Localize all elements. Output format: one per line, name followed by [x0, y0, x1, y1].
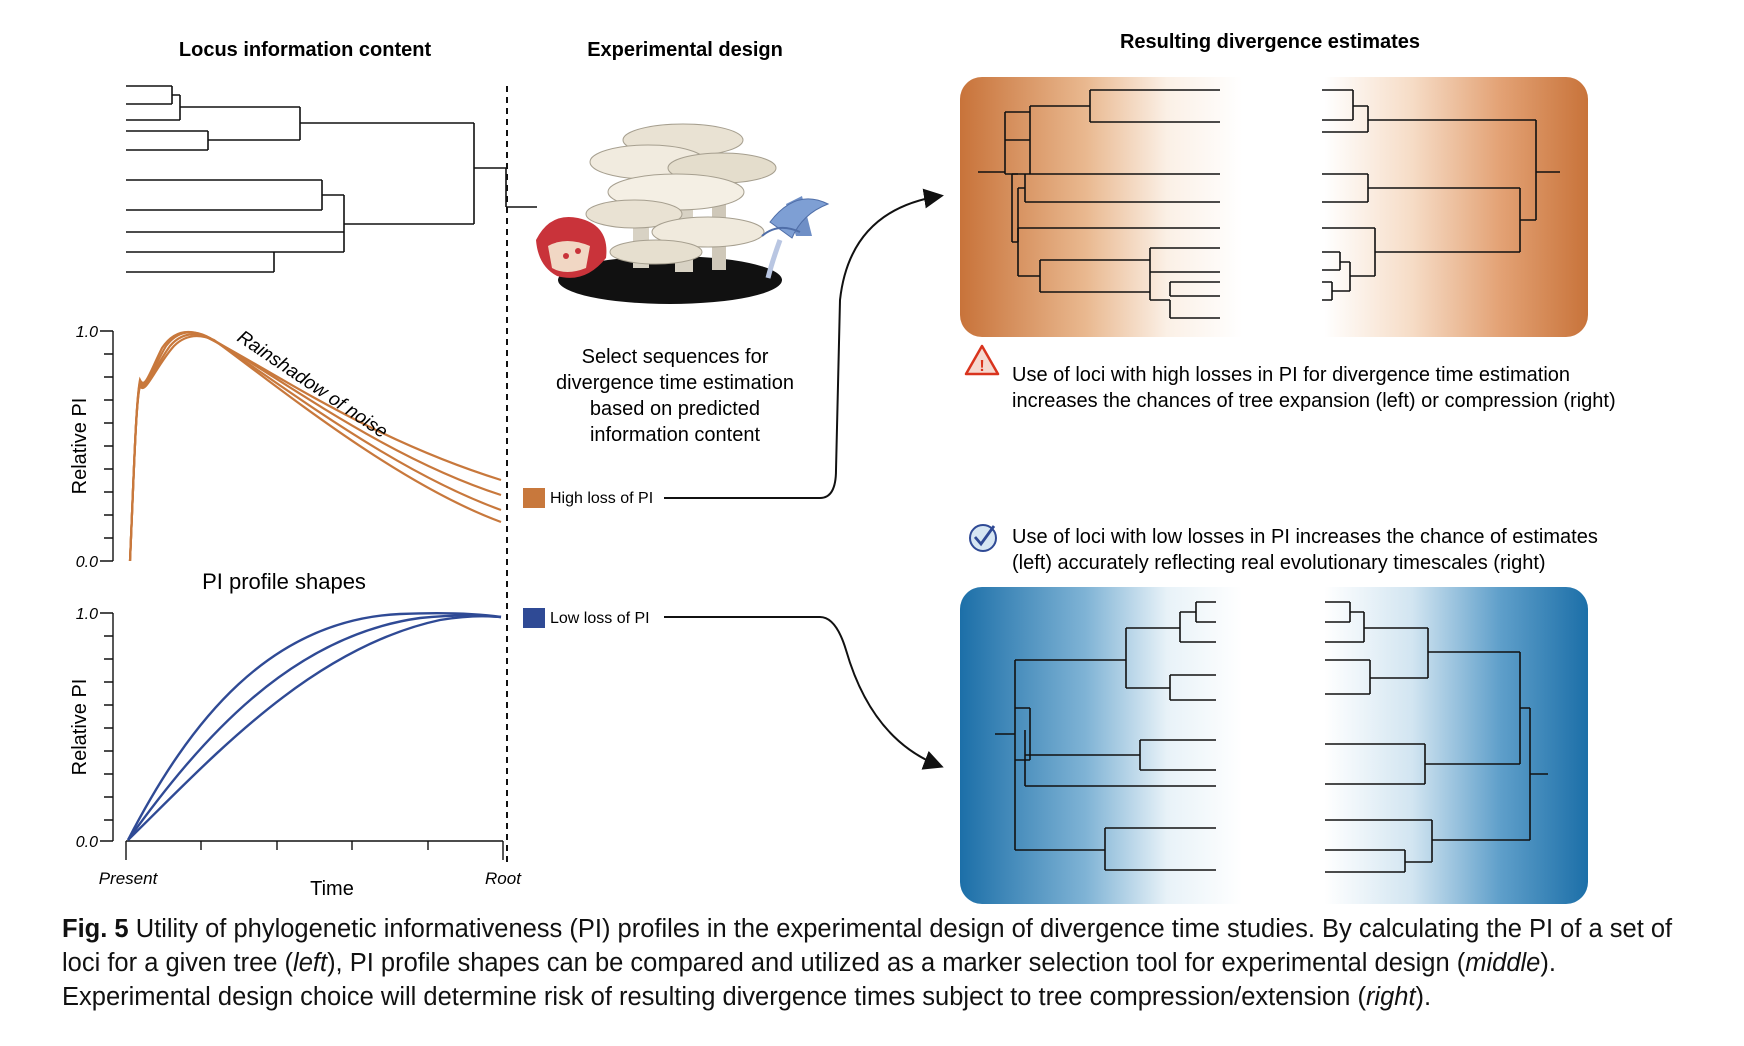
top-plot-axes — [100, 330, 114, 562]
heading-locus-information: Locus information content — [179, 39, 432, 61]
high-loss-curve — [128, 330, 502, 562]
caption-label: Fig. 5 — [62, 915, 129, 943]
orange-estimates-panel — [960, 77, 1588, 337]
high-loss-legend-swatch — [523, 488, 545, 508]
caption-part: ), PI profile shapes can be compared and… — [327, 949, 1466, 977]
high-loss-pi-curves — [128, 330, 502, 562]
caption-part: ). Experimental design choice will deter… — [62, 949, 1556, 1011]
high-loss-legend-label: High loss of PI — [550, 490, 653, 507]
expanded-tree-left — [1005, 89, 1220, 243]
figure-caption: Fig. 5 Utility of phylogenetic informati… — [62, 912, 1682, 1014]
low-loss-legend-label: Low loss of PI — [550, 610, 650, 627]
x-axis-label: Time — [310, 878, 354, 900]
high-loss-curve — [128, 334, 502, 562]
locus-phylogenetic-tree — [126, 85, 537, 273]
warning-text-line: increases the chances of tree expansion … — [1012, 390, 1616, 412]
top-y-min-tick: 0.0 — [76, 554, 98, 571]
pi-profile-shapes-title: PI profile shapes — [202, 569, 366, 594]
low-loss-pi-curves — [126, 611, 502, 841]
selection-instruction: Select sequences for divergence time est… — [556, 346, 794, 446]
mushroom-illustration — [536, 123, 830, 304]
bottom-y-min-tick: 0.0 — [76, 834, 98, 851]
x-axis-present-tick: Present — [99, 869, 159, 888]
high-loss-curve — [128, 333, 502, 562]
caption-part: Utility of phylogenetic informativeness … — [62, 915, 1673, 977]
caption-emphasis: right — [1365, 983, 1416, 1011]
bottom-y-max-tick: 1.0 — [76, 606, 98, 623]
rainshadow-annotation: Rainshadow of noise — [233, 327, 391, 443]
compressed-tree-right — [1322, 89, 1560, 301]
caption-part: ). — [1415, 983, 1432, 1011]
high-loss-arrow — [664, 188, 944, 499]
accurate-tree-left — [995, 601, 1216, 871]
heading-divergence-estimates: Resulting divergence estimates — [1120, 31, 1420, 53]
figure-canvas: Locus information content Experimental d… — [69, 31, 1616, 904]
low-loss-curve — [127, 614, 502, 841]
instruction-line: divergence time estimation — [556, 372, 794, 394]
instruction-line: based on predicted — [590, 398, 760, 420]
checkmark-icon — [969, 524, 997, 552]
instruction-line: information content — [590, 424, 761, 446]
high-loss-curve — [128, 331, 502, 562]
x-axis-root-tick: Root — [485, 869, 522, 888]
warning-icon: ! — [964, 344, 1000, 376]
blue-estimates-panel — [960, 587, 1588, 904]
bottom-y-axis-label: Relative PI — [69, 679, 91, 776]
heading-experimental-design: Experimental design — [587, 39, 783, 61]
expanded-tree-left-detail — [978, 111, 1220, 319]
instruction-line: Select sequences for — [582, 346, 769, 368]
check-text-line: Use of loci with low losses in PI increa… — [1012, 526, 1598, 548]
bottom-plot-axes — [100, 612, 504, 860]
check-text-line: (left) accurately reflecting real evolut… — [1012, 552, 1546, 574]
svg-text:!: ! — [979, 358, 984, 375]
low-loss-arrow — [664, 616, 944, 770]
low-loss-curve — [126, 611, 502, 841]
low-loss-legend-swatch — [523, 608, 545, 628]
caption-emphasis: middle — [1465, 949, 1541, 977]
top-y-max-tick: 1.0 — [76, 324, 98, 341]
accurate-tree-right — [1325, 601, 1548, 873]
caption-emphasis: left — [293, 949, 328, 977]
low-loss-curve — [127, 614, 502, 841]
warning-text-line: Use of loci with high losses in PI for d… — [1012, 364, 1570, 386]
top-y-axis-label: Relative PI — [69, 398, 91, 495]
